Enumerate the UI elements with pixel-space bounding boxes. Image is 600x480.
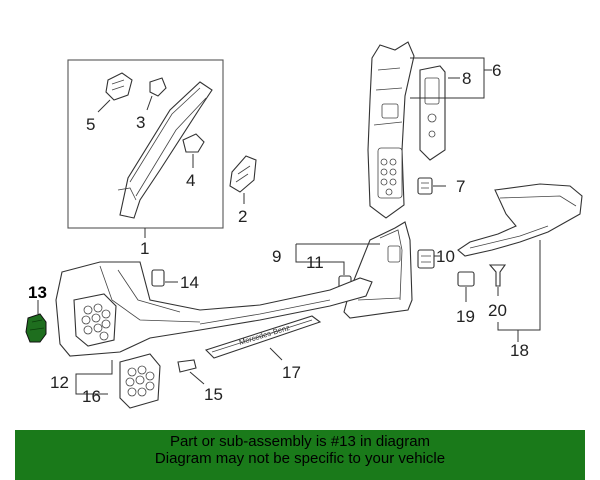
part-19-clip[interactable]: [457, 271, 475, 287]
part-8-panel[interactable]: [419, 65, 446, 161]
callout-8: 8: [462, 69, 471, 88]
callout-20: 20: [488, 301, 507, 320]
part-13-highlighted[interactable]: [25, 313, 47, 343]
info-banner: Part or sub-assembly is #13 in diagram D…: [15, 430, 585, 480]
callout-19: 19: [456, 307, 475, 326]
callout-1: 1: [140, 239, 149, 258]
a-pillar-trim[interactable]: [117, 81, 213, 219]
callout-2: 2: [238, 207, 247, 226]
callout-12: 12: [50, 373, 69, 392]
speaker-grille: [73, 293, 117, 347]
callout-14: 14: [180, 273, 199, 292]
rear-sill-trim[interactable]: [457, 183, 583, 257]
clip-3[interactable]: [149, 77, 167, 97]
clip-15[interactable]: [177, 359, 197, 373]
rear-quarter-trim[interactable]: [343, 221, 413, 319]
callout-6: 6: [492, 61, 501, 80]
clip-7[interactable]: [417, 177, 433, 195]
callout-15: 15: [204, 385, 223, 404]
callout-11: 11: [306, 253, 324, 272]
callout-9: 9: [272, 247, 281, 266]
callout-4: 4: [186, 171, 195, 190]
banner-line-2: Diagram may not be specific to your vehi…: [154, 450, 446, 467]
part-16-grille[interactable]: [119, 353, 161, 409]
callout-18: 18: [510, 341, 529, 360]
callout-13: 13: [28, 283, 47, 302]
callout-3: 3: [136, 113, 145, 132]
callout-5: 5: [86, 115, 95, 134]
callout-7: 7: [456, 177, 465, 196]
sill-panel[interactable]: [55, 261, 373, 357]
callout-16: 16: [82, 387, 101, 406]
part-20-fastener[interactable]: [488, 264, 507, 287]
callout-10: 10: [436, 247, 455, 266]
clip-5[interactable]: [105, 72, 133, 101]
b-pillar-trim[interactable]: [367, 41, 415, 219]
clip-14[interactable]: [151, 269, 165, 287]
part-2-cover[interactable]: [229, 155, 257, 193]
banner-line-1: Part or sub-assembly is #13 in diagram: [169, 433, 431, 450]
clip-4[interactable]: [182, 133, 205, 153]
callout-17: 17: [282, 363, 301, 382]
part-10-clip[interactable]: [417, 249, 435, 269]
